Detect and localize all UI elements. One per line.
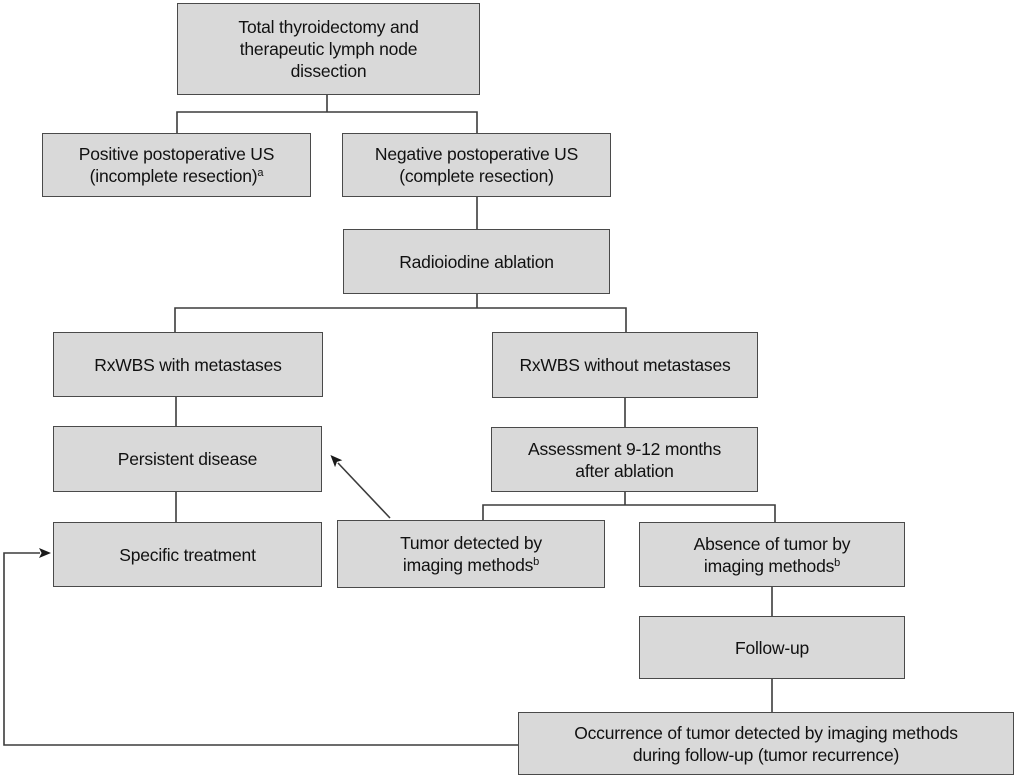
node-total-thyroidectomy: Total thyroidectomy and therapeutic lymp… bbox=[177, 3, 480, 95]
node-tumor-detected-by-imaging: Tumor detected by imaging methodsb bbox=[337, 520, 605, 588]
node-positive-postoperative-us: Positive postoperative US (incomplete re… bbox=[42, 133, 311, 197]
arrow-tumor-to-persistent-disease bbox=[330, 455, 391, 519]
footnote-marker-b: b bbox=[533, 556, 540, 568]
node-rxwbs-with-metastases: RxWBS with metastases bbox=[53, 332, 323, 397]
node-absence-of-tumor-by-imaging: Absence of tumor by imaging methodsb bbox=[639, 522, 905, 587]
footnote-marker-b: b bbox=[834, 556, 841, 569]
arrow-recurrence-to-specific-treatment bbox=[3, 548, 518, 746]
connector-us-split bbox=[176, 111, 478, 133]
connector-assessment-split bbox=[482, 504, 776, 522]
node-follow-up: Follow-up bbox=[639, 616, 905, 679]
node-rxwbs-without-metastases: RxWBS without metastases bbox=[492, 332, 758, 398]
node-negative-postoperative-us: Negative postoperative US (complete rese… bbox=[342, 133, 611, 197]
node-tumor-recurrence: Occurrence of tumor detected by imaging … bbox=[518, 712, 1014, 775]
footnote-marker-a: a bbox=[257, 167, 264, 179]
node-specific-treatment: Specific treatment bbox=[53, 522, 322, 587]
connector-rxwbs-split bbox=[174, 307, 627, 332]
node-persistent-disease: Persistent disease bbox=[53, 426, 322, 492]
node-radioiodine-ablation: Radioiodine ablation bbox=[343, 229, 610, 294]
node-assessment-9-12-months: Assessment 9-12 months after ablation bbox=[491, 427, 758, 492]
